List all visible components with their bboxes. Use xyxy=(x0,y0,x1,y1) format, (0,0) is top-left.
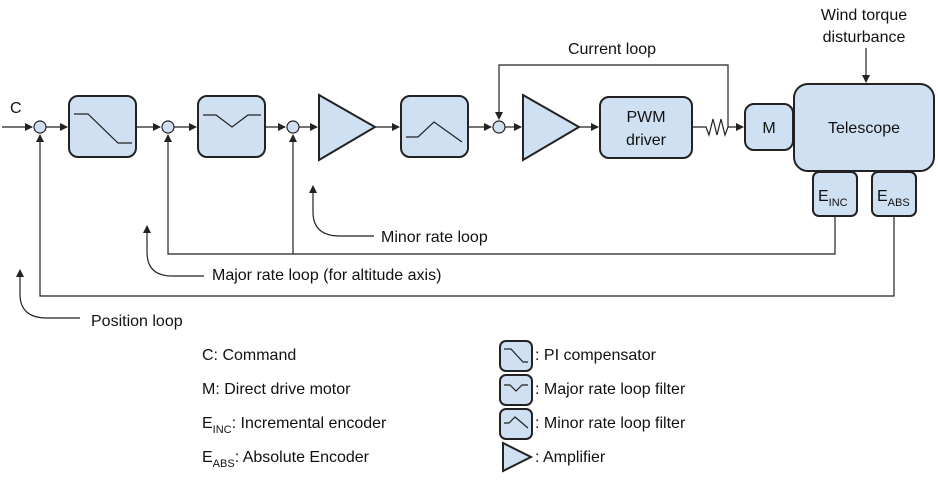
position-loop-pointer xyxy=(16,269,80,319)
enc-inc-label: EINC xyxy=(818,188,848,209)
summing-junction-major xyxy=(161,120,175,134)
position-feedback-line xyxy=(36,134,895,297)
legend-major-filter-icon xyxy=(499,374,533,406)
legend-absolute-encoder: EABS: Absolute Encoder xyxy=(202,449,370,470)
zigzag-wire xyxy=(692,118,744,138)
current-loop-label: Current loop xyxy=(568,41,656,58)
legend-minor-filter: : Minor rate loop filter xyxy=(535,415,686,432)
minor-major-feedback-line xyxy=(164,134,836,255)
pwm-label-line2: driver xyxy=(626,132,667,149)
enc-abs-label: EABS xyxy=(877,188,910,209)
minor-loop-pointer xyxy=(309,185,374,237)
legend-motor: M: Direct drive motor xyxy=(202,381,351,398)
summing-junction-minor xyxy=(286,120,300,134)
legend-command: C: Command xyxy=(202,347,296,364)
legend-major-filter: : Major rate loop filter xyxy=(535,381,686,398)
pwm-label-line1: PWM xyxy=(626,109,665,126)
wind-label-line1: Wind torque xyxy=(821,7,907,24)
position-loop-label: Position loop xyxy=(91,313,183,330)
wind-label-line2: disturbance xyxy=(823,29,906,46)
amplifier-2 xyxy=(522,93,581,162)
motor-label: M xyxy=(762,120,775,137)
legend-pi-icon xyxy=(499,340,533,372)
major-loop-pointer xyxy=(143,225,204,277)
amplifier-1 xyxy=(318,93,377,162)
telescope-label: Telescope xyxy=(828,120,900,137)
major-rate-loop-filter-block xyxy=(197,95,266,158)
telescope-block xyxy=(793,83,935,172)
legend-pi: : PI compensator xyxy=(535,347,657,364)
legend-incremental-encoder: EINC: Incremental encoder xyxy=(202,415,387,436)
current-loop-line xyxy=(495,64,729,127)
summing-junction-current xyxy=(492,120,506,134)
command-label: C xyxy=(10,100,22,117)
legend-amplifier: : Amplifier xyxy=(535,449,606,466)
pi-compensator-block xyxy=(68,95,137,158)
legend-minor-filter-icon xyxy=(499,408,533,440)
major-loop-label: Major rate loop (for altitude axis) xyxy=(212,267,441,284)
summing-junction-position xyxy=(33,120,47,134)
legend-amplifier-icon xyxy=(502,441,534,473)
minor-loop-label: Minor rate loop xyxy=(381,229,488,246)
minor-rate-loop-filter-block xyxy=(400,95,469,158)
